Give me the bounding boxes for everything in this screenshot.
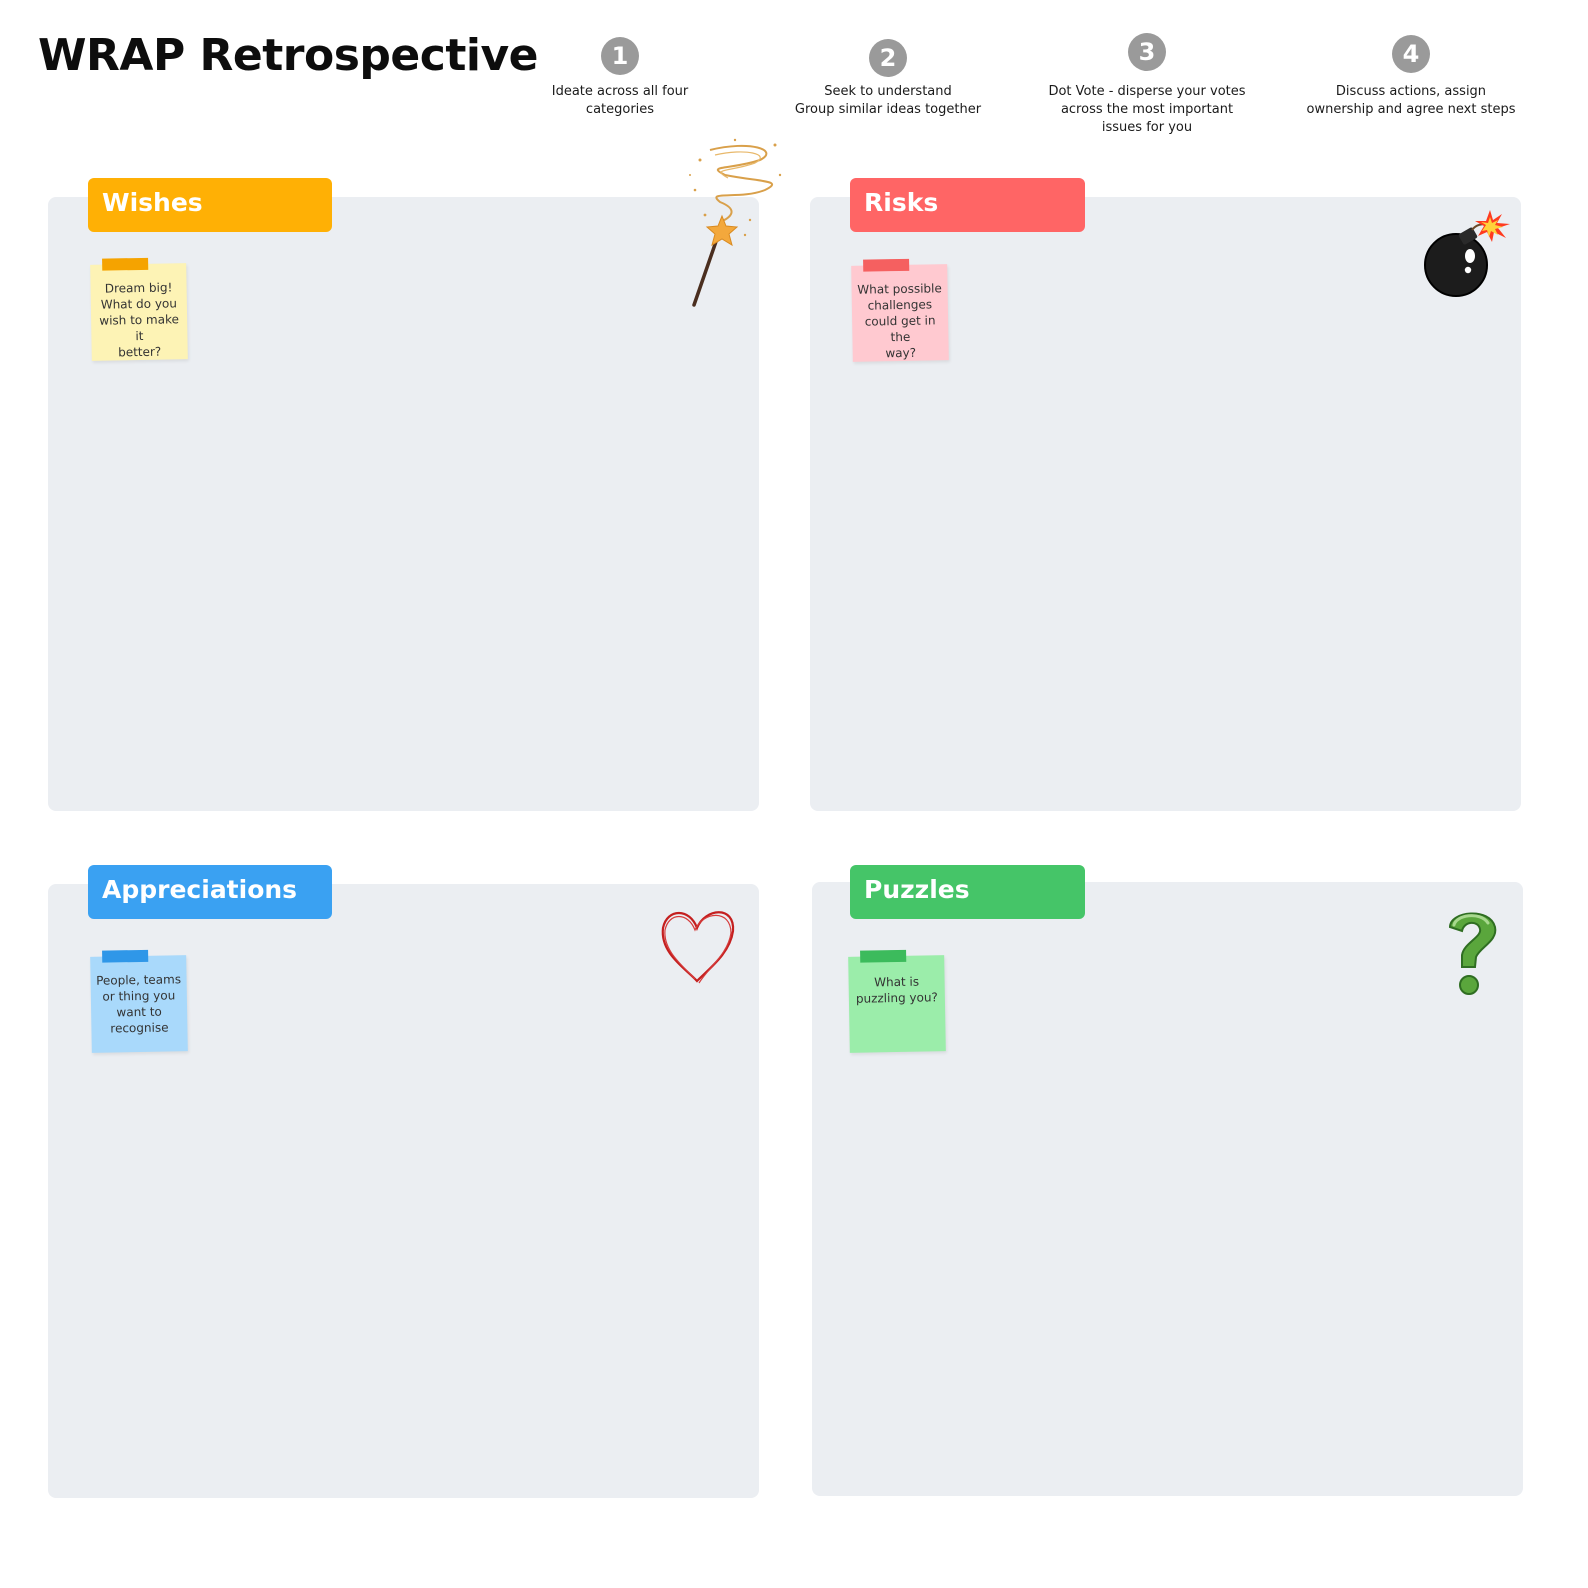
bomb-icon: [1424, 210, 1510, 297]
step-4: 4 Discuss actions, assign ownership and …: [1296, 35, 1526, 119]
step-number-badge: 2: [869, 39, 907, 77]
appreciations-sticky-note[interactable]: People, teams or thing you want to recog…: [90, 949, 188, 1053]
puzzles-header: Puzzles: [850, 865, 1085, 919]
wishes-sticky-note[interactable]: Dream big! What do you wish to make it b…: [90, 257, 188, 361]
step-number-badge: 1: [601, 37, 639, 75]
tape: [102, 257, 149, 271]
question-mark-icon: [1448, 912, 1497, 995]
magic-wand-icon: [689, 138, 782, 307]
tape: [860, 949, 907, 963]
appreciations-header: Appreciations: [88, 865, 332, 919]
step-description: Discuss actions, assign ownership and ag…: [1306, 84, 1516, 117]
sticky-note-text: People, teams or thing you want to recog…: [96, 972, 182, 1036]
tape: [863, 258, 910, 272]
sticky-note-text: Dream big! What do you wish to make it b…: [99, 280, 180, 360]
heart-icon: [661, 911, 735, 984]
puzzles-sticky-note[interactable]: What is puzzling you?: [848, 949, 946, 1053]
step-description: Dot Vote - disperse your votes across th…: [1048, 84, 1246, 135]
sticky-note-text: What possible challenges could get in th…: [857, 281, 942, 361]
step-3: 3 Dot Vote - disperse your votes across …: [1032, 33, 1262, 137]
risks-header: Risks: [850, 178, 1085, 232]
step-1: 1 Ideate across all four categories: [505, 37, 735, 119]
step-description: Seek to understand Group similar ideas t…: [794, 84, 982, 117]
page-title: WRAP Retrospective: [38, 30, 538, 81]
tape: [102, 949, 149, 963]
step-number-badge: 3: [1128, 33, 1166, 71]
sticky-note-text: What is puzzling you?: [855, 974, 938, 1006]
step-description: Ideate across all four categories: [551, 84, 689, 117]
wishes-header: Wishes: [88, 178, 332, 232]
risks-sticky-note[interactable]: What possible challenges could get in th…: [851, 258, 949, 362]
step-number-badge: 4: [1392, 35, 1430, 73]
step-2: 2 Seek to understand Group similar ideas…: [773, 39, 1003, 119]
